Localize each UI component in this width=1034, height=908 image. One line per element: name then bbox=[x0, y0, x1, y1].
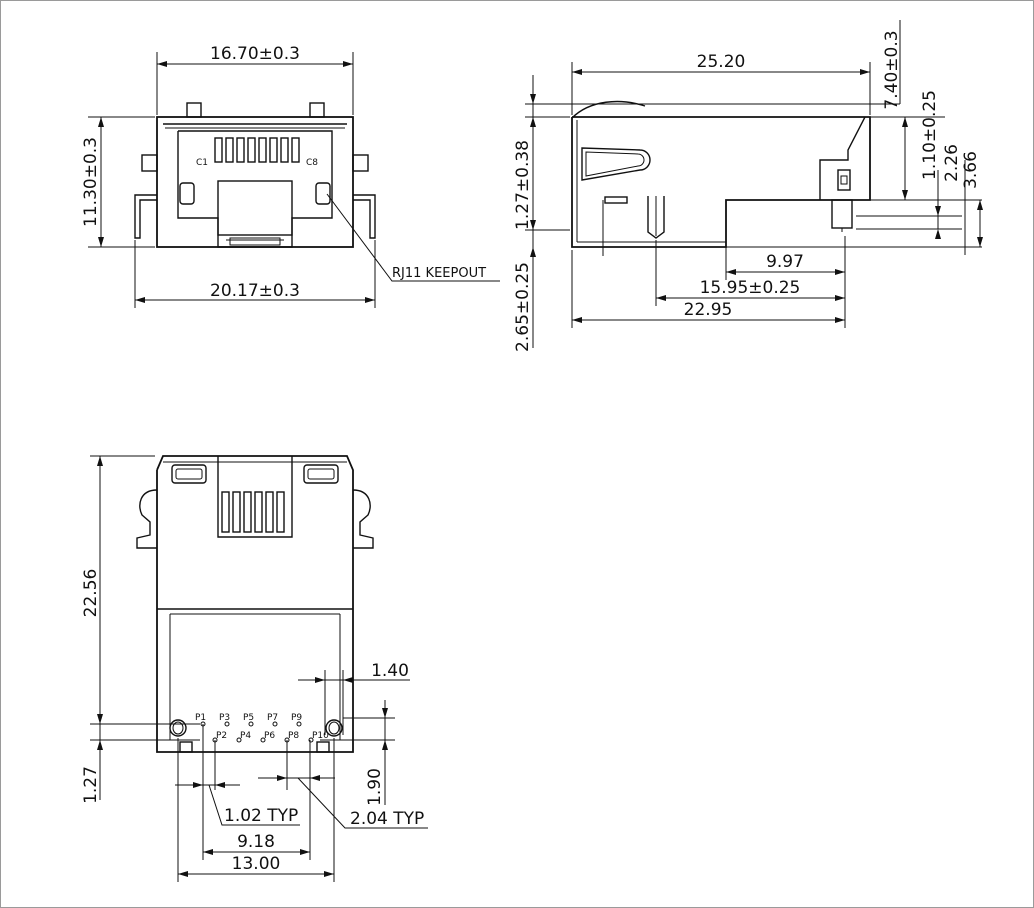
dim-1-02-typ: 1.02 TYP bbox=[224, 806, 298, 826]
dim-25-20: 25.20 bbox=[697, 52, 746, 72]
front-contact bbox=[280, 137, 289, 163]
front-contact bbox=[236, 137, 245, 163]
bottom-boardlock-right bbox=[325, 719, 343, 737]
side-latch-slot bbox=[581, 147, 651, 181]
rj11-leader bbox=[326, 193, 500, 282]
pin-label-top: P7 bbox=[267, 713, 278, 723]
pin-label-bottom: P4 bbox=[240, 731, 251, 741]
front-latch-right bbox=[352, 154, 369, 172]
latch-finger bbox=[276, 491, 285, 533]
dim-2-26: 2.26 bbox=[942, 144, 962, 182]
bottom-led-pad-left bbox=[171, 464, 207, 484]
dim-3-66: 3.66 bbox=[961, 151, 981, 189]
front-led-right bbox=[315, 182, 331, 205]
front-contact bbox=[269, 137, 278, 163]
bottom-body-outline bbox=[156, 455, 354, 753]
pin-label-bottom: P2 bbox=[216, 731, 227, 741]
side-peg bbox=[647, 196, 665, 239]
dim-1-27-side: 1.27±0.38 bbox=[513, 140, 533, 230]
front-body-outline bbox=[156, 116, 354, 248]
front-contact bbox=[247, 137, 256, 163]
pin-hole bbox=[308, 737, 314, 743]
dim-1-27-bottom: 1.27 bbox=[81, 766, 101, 804]
dim-15-95: 15.95±0.25 bbox=[700, 278, 801, 298]
dim-2-04-typ: 2.04 TYP bbox=[350, 809, 424, 829]
dim-20-17: 20.17±0.3 bbox=[210, 281, 300, 301]
pin-hole bbox=[296, 721, 302, 727]
front-contact bbox=[225, 137, 234, 163]
dim-1-10: 1.10±0.25 bbox=[920, 90, 940, 180]
bottom-latch-fingers bbox=[221, 491, 285, 533]
dim-11-30: 11.30±0.3 bbox=[81, 137, 101, 227]
pin-hole bbox=[236, 737, 242, 743]
side-front-pin bbox=[831, 199, 853, 229]
bottom-clip-left bbox=[136, 489, 158, 549]
front-contact bbox=[214, 137, 223, 163]
side-view: 25.20 7.40±0.3 1.10±0.25 2.26 3.66 1.27±… bbox=[513, 20, 983, 352]
dim-13-00: 13.00 bbox=[232, 854, 281, 874]
dim-9-97: 9.97 bbox=[766, 252, 804, 272]
latch-finger bbox=[221, 491, 230, 533]
front-leg-left bbox=[134, 194, 157, 239]
front-contact bbox=[291, 137, 300, 163]
latch-finger bbox=[265, 491, 274, 533]
pin-c8-label: C8 bbox=[306, 158, 318, 168]
front-leg-right bbox=[353, 194, 376, 239]
bottom-led-pad-right bbox=[303, 464, 339, 484]
front-plug-opening bbox=[217, 180, 293, 236]
front-tab-right bbox=[309, 102, 325, 118]
latch-finger bbox=[232, 491, 241, 533]
front-contact bbox=[258, 137, 267, 163]
pin-label-top: P1 bbox=[195, 713, 206, 723]
latch-finger bbox=[243, 491, 252, 533]
pin-label-top: P9 bbox=[291, 713, 302, 723]
dim-7-40: 7.40±0.3 bbox=[882, 30, 902, 109]
bottom-clip-right bbox=[352, 489, 374, 549]
front-contacts bbox=[214, 137, 300, 163]
pin-hole bbox=[260, 737, 266, 743]
pin-hole bbox=[272, 721, 278, 727]
dim-9-18: 9.18 bbox=[237, 832, 275, 852]
pin-hole bbox=[224, 721, 230, 727]
latch-finger bbox=[254, 491, 263, 533]
dim-22-56: 22.56 bbox=[81, 569, 101, 618]
pin-c1-label: C1 bbox=[196, 158, 208, 168]
side-solder-tab bbox=[604, 196, 628, 204]
pin-label-top: P5 bbox=[243, 713, 254, 723]
dim-22-95: 22.95 bbox=[684, 300, 733, 320]
bottom-foot-left bbox=[179, 741, 193, 753]
side-body-outline bbox=[571, 116, 871, 248]
front-latch-left bbox=[141, 154, 158, 172]
side-led-window bbox=[837, 169, 851, 191]
dim-1-40: 1.40 bbox=[371, 661, 409, 681]
pin-label-bottom: P10 bbox=[312, 731, 329, 741]
pin-label-bottom: P8 bbox=[288, 731, 299, 741]
pin-label-bottom: P6 bbox=[264, 731, 275, 741]
rj11-keepout-label: RJ11 KEEPOUT bbox=[392, 266, 486, 281]
dim-16-70: 16.70±0.3 bbox=[210, 44, 300, 64]
front-led-left bbox=[179, 182, 195, 205]
bottom-latch-window bbox=[217, 456, 293, 538]
front-cavity bbox=[177, 130, 333, 248]
dim-2-65: 2.65±0.25 bbox=[513, 262, 533, 352]
dim-1-90: 1.90 bbox=[365, 768, 385, 806]
front-tab-left bbox=[186, 102, 202, 118]
front-view: C1 C8 16.70±0.3 11.30±0.3 20.17±0.3 RJ11… bbox=[81, 44, 500, 308]
bottom-boardlock-left bbox=[169, 719, 187, 737]
bottom-foot-right bbox=[316, 741, 330, 753]
pin-hole bbox=[248, 721, 254, 727]
pin-label-top: P3 bbox=[219, 713, 230, 723]
side-front-lip bbox=[819, 116, 866, 200]
